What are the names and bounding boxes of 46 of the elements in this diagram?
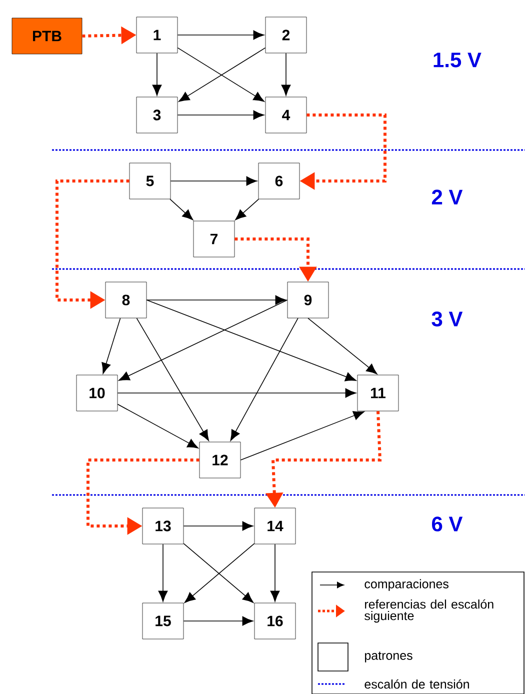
standard-box: 6 [258,162,300,200]
comparison-arrow [240,411,364,460]
standard-box: 5 [129,162,171,200]
standard-box: 8 [105,282,147,318]
standard-box: 12 [199,442,241,478]
comparison-arrow [170,198,194,220]
comparison-arrow [308,318,378,374]
voltage-label: 1.5 V [434,52,482,68]
standard-box: 15 [142,602,184,640]
comparison-arrow [117,404,198,448]
standard-box: 2 [265,16,307,54]
comparison-arrow [152,52,162,96]
standard-box: 3 [136,96,178,134]
comparison-arrow [230,318,298,441]
comparison-arrow [270,544,280,602]
standard-box: 16 [254,602,296,640]
comparison-arrow [158,544,168,602]
comparison-arrow [118,300,288,381]
standard-box: 14 [254,508,296,544]
voltage-label: 2 V [432,190,463,204]
standard-box: 11 [357,374,399,412]
legend-text: escalón de tensión [364,679,469,689]
comparison-arrow [146,295,286,305]
legend-text: referencias del escalón siguiente [364,599,494,623]
comparison-arrow [117,388,356,398]
standard-box: 7 [193,220,235,258]
comparison-arrow [183,521,254,531]
standard-box: 10 [76,374,118,412]
standard-box: 1 [136,16,178,54]
legend-text: comparaciones [364,579,448,591]
voltage-label: 3 V [432,312,463,326]
comparison-arrow [281,52,291,96]
legend-text: patrones [365,652,412,662]
source-box: PTB [12,18,82,54]
standard-box: 9 [287,282,329,318]
comparison-arrow [136,318,209,441]
comparison-arrow [146,300,356,382]
comparison-arrow [235,198,259,220]
comparison-arrow [183,616,254,626]
comparison-arrow [177,30,264,40]
standard-box: 13 [142,508,184,544]
standard-box: 4 [265,96,307,134]
comparison-arrow [102,318,121,374]
voltage-label: 6 V [432,516,463,532]
comparison-arrow [170,176,258,186]
comparison-arrow [177,110,264,120]
